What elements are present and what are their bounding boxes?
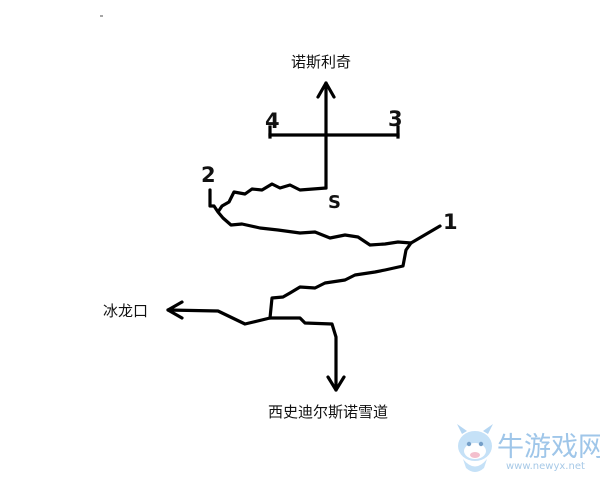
- waypoint-2-label: 2: [201, 163, 216, 187]
- waypoint-1-label: 1: [443, 210, 458, 234]
- branch-to-1: [409, 224, 442, 245]
- upper-winding-route: [208, 182, 413, 247]
- destination-north-label: 诺斯利奇: [291, 53, 351, 71]
- watermark-logo: [457, 424, 493, 472]
- waypoint-3-label: 3: [388, 107, 403, 131]
- crossroad-bar: [268, 125, 400, 139]
- west-arrow: [166, 300, 272, 326]
- watermark-brand: 牛游戏网: [497, 432, 600, 463]
- start-point-label: S: [328, 192, 341, 213]
- waypoint-4-label: 4: [265, 109, 280, 133]
- destination-west-label: 冰龙口: [103, 302, 148, 320]
- south-arrow: [268, 316, 346, 392]
- watermark-url: www.newyx.net: [506, 461, 585, 472]
- destination-south-label: 西史迪尔斯诺雪道: [268, 403, 388, 421]
- middle-winding-route: [268, 241, 413, 320]
